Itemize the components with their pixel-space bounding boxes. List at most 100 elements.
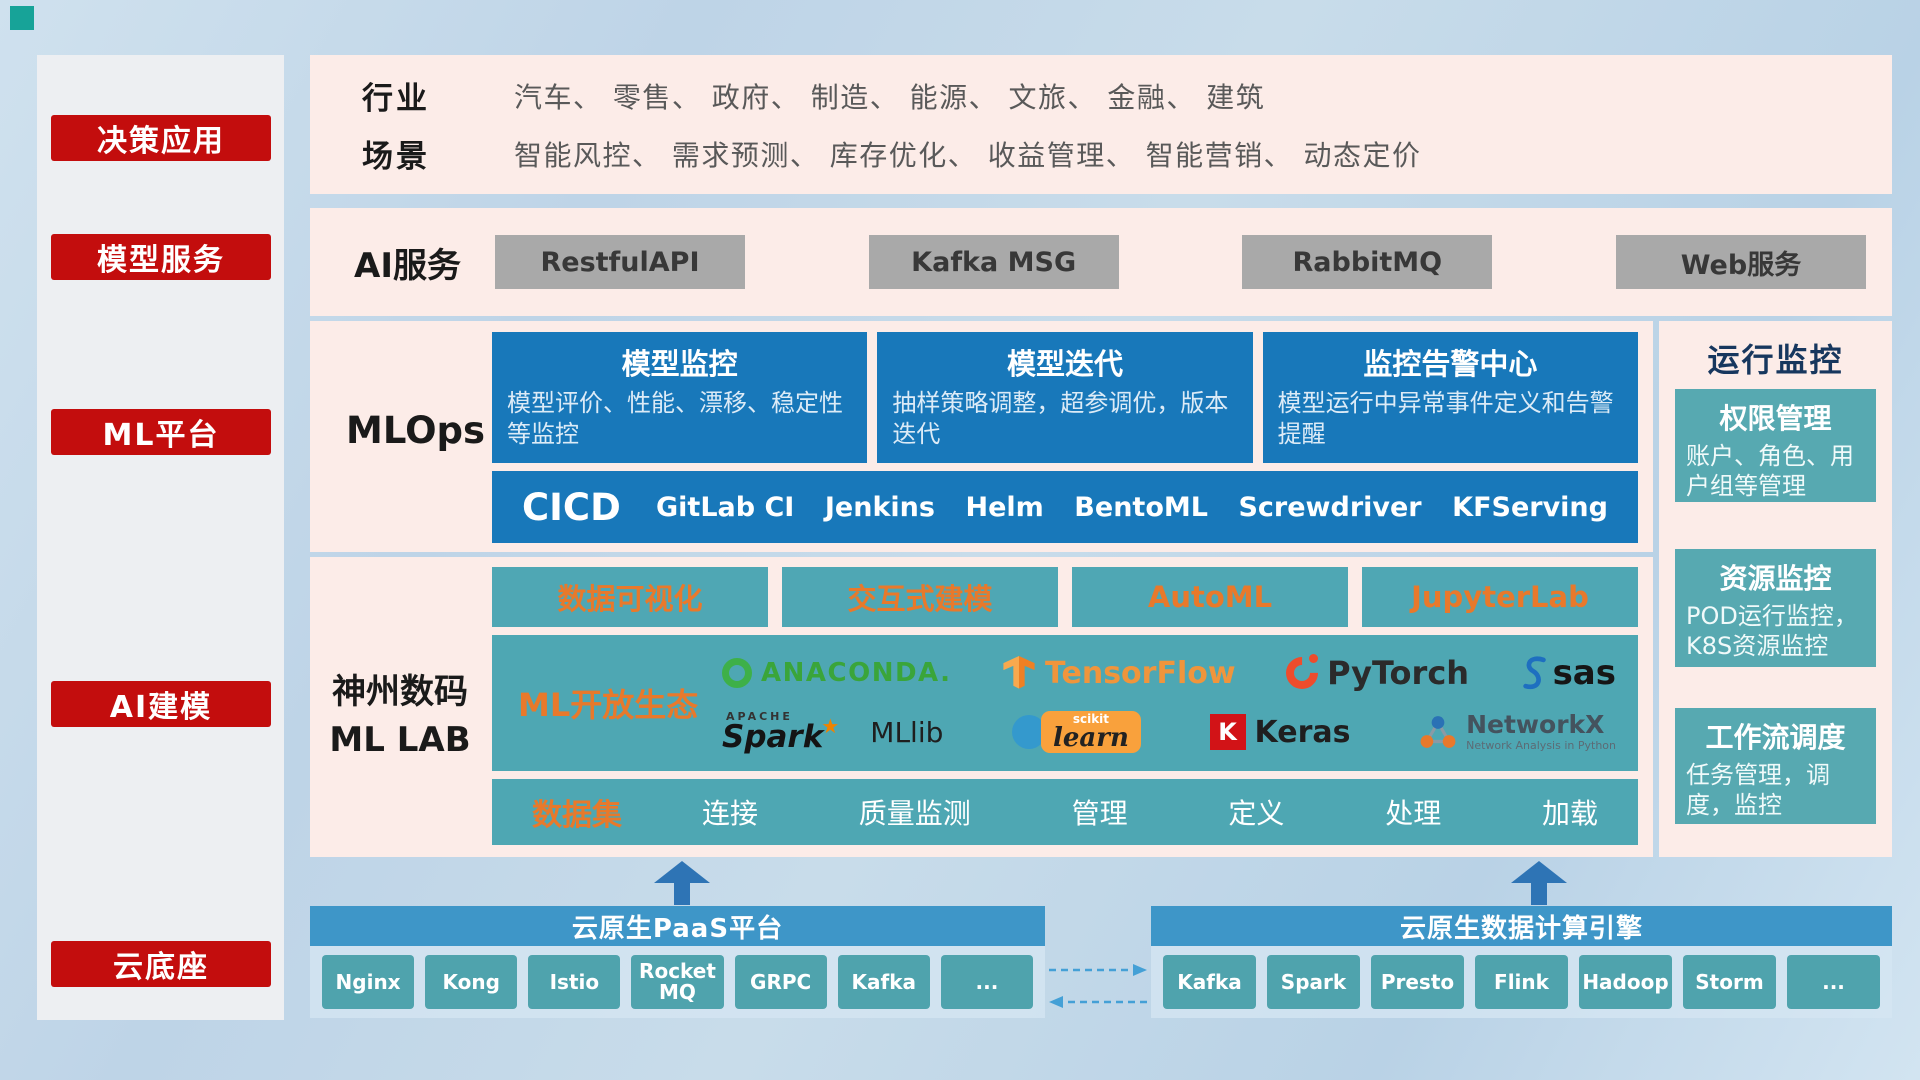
card-title: 监控告警中心 bbox=[1363, 347, 1538, 381]
mllab-panel: 神州数码 ML LAB 数据可视化 交互式建模 AutoML JupyterLa… bbox=[310, 557, 1653, 857]
card-desc: POD运行监控，K8S资源监控 bbox=[1686, 602, 1858, 661]
dataset-item-connect: 连接 bbox=[702, 797, 759, 830]
mllab-tools: 数据可视化 交互式建模 AutoML JupyterLab bbox=[492, 567, 1638, 627]
arrow-head bbox=[1511, 861, 1567, 883]
tool-interactive-modeling: 交互式建模 bbox=[782, 567, 1058, 627]
industry-line: 行业 汽车、 零售、 政府、 制造、 能源、 文旅、 金融、 建筑 bbox=[362, 73, 1866, 118]
ai-service-rabbitmq: RabbitMQ bbox=[1242, 235, 1493, 289]
ai-service-restfulapi: RestfulAPI bbox=[495, 235, 745, 289]
card-resource-monitoring: 资源监控 POD运行监控，K8S资源监控 bbox=[1675, 549, 1876, 667]
ai-service-panel: AI服务 RestfulAPI Kafka MSG RabbitMQ Web服务 bbox=[310, 208, 1892, 316]
dataset-item-quality: 质量监测 bbox=[858, 797, 971, 830]
pytorch-text: PyTorch bbox=[1327, 654, 1470, 692]
learn-text: learn bbox=[1053, 723, 1129, 753]
chip-grpc: GRPC bbox=[734, 955, 827, 1009]
dataset-items: 连接 质量监测 管理 定义 处理 加载 bbox=[702, 792, 1598, 832]
networkx-icon bbox=[1420, 716, 1456, 748]
dataset-label: 数据集 bbox=[532, 798, 622, 833]
sas-icon bbox=[1522, 656, 1546, 690]
card-title: 工作流调度 bbox=[1705, 721, 1846, 754]
corner-accent bbox=[10, 6, 34, 30]
arrow-head bbox=[654, 861, 710, 883]
tensorflow-text: TensorFlow bbox=[1045, 655, 1236, 691]
anaconda-logo: ANACONDA. bbox=[722, 658, 952, 688]
mllab-label-line2: ML LAB bbox=[329, 719, 471, 760]
card-workflow-scheduling: 工作流调度 任务管理，调度，监控 bbox=[1675, 708, 1876, 824]
networkx-text: NetworkX bbox=[1466, 710, 1605, 740]
chip-kafka: Kafka bbox=[837, 955, 930, 1009]
tool-data-visualization: 数据可视化 bbox=[492, 567, 768, 627]
card-desc: 账户、角色、用户组等管理 bbox=[1686, 442, 1854, 501]
engine-chips: Kafka Spark Presto Flink Hadoop Storm ..… bbox=[1151, 946, 1892, 1018]
card-permission-management: 权限管理 账户、角色、用户组等管理 bbox=[1675, 389, 1876, 502]
industry-scenario-panel: 行业 汽车、 零售、 政府、 制造、 能源、 文旅、 金融、 建筑 场景 智能风… bbox=[310, 55, 1892, 194]
cicd-item-screwdriver: Screwdriver bbox=[1238, 491, 1422, 523]
chip-kafka: Kafka bbox=[1163, 955, 1256, 1009]
chip-more: ... bbox=[940, 955, 1033, 1009]
spark-text: Spark ★ bbox=[722, 716, 839, 755]
pytorch-icon bbox=[1286, 654, 1319, 689]
card-model-iteration: 模型迭代 抽样策略调整，超参调优，版本迭代 bbox=[877, 332, 1253, 463]
spark-wordmark: Spark bbox=[722, 719, 824, 755]
anaconda-text: ANACONDA. bbox=[761, 658, 952, 688]
spark-mllib-logo: APACHE Spark ★ MLlib bbox=[722, 711, 943, 753]
cicd-item-kfserving: KFServing bbox=[1452, 491, 1608, 523]
spark-stack: APACHE Spark ★ bbox=[722, 711, 839, 753]
scikit-learn-icon bbox=[1012, 715, 1046, 749]
cicd-item-helm: Helm bbox=[965, 491, 1044, 523]
networkx-logo: NetworkX Network Analysis in Python bbox=[1419, 711, 1616, 752]
cicd-item-gitlab: GitLab CI bbox=[656, 491, 795, 523]
dataset-item-process: 处理 bbox=[1385, 797, 1442, 830]
card-desc: 模型评价、性能、漂移、稳定性等监控 bbox=[507, 389, 843, 448]
dataset-item-define: 定义 bbox=[1228, 797, 1285, 830]
sidebar-item-ml-platform: ML平台 bbox=[51, 409, 271, 455]
anaconda-icon bbox=[722, 658, 752, 688]
industry-label: 行业 bbox=[362, 81, 430, 117]
sidebar-item-decision-apps: 决策应用 bbox=[51, 115, 271, 161]
keras-logo: K Keras bbox=[1209, 714, 1351, 750]
eco-row-2: APACHE Spark ★ MLlib scikit learn bbox=[708, 711, 1630, 753]
mllib-text: MLlib bbox=[870, 715, 944, 749]
cicd-label: CICD bbox=[522, 485, 621, 529]
cicd-bar: CICD GitLab CI Jenkins Helm BentoML Scre… bbox=[492, 471, 1638, 543]
sas-text: sas bbox=[1552, 653, 1616, 693]
chip-rocketmq: RocketMQ bbox=[631, 955, 724, 1009]
arrow-stem bbox=[1531, 883, 1547, 905]
tool-automl: AutoML bbox=[1072, 567, 1348, 627]
networkx-subtitle: Network Analysis in Python bbox=[1466, 739, 1616, 753]
industry-list: 汽车、 零售、 政府、 制造、 能源、 文旅、 金融、 建筑 bbox=[514, 80, 1266, 114]
card-alert-center: 监控告警中心 模型运行中异常事件定义和告警提醒 bbox=[1262, 332, 1638, 463]
dataset-item-manage: 管理 bbox=[1071, 797, 1128, 830]
card-title: 模型监控 bbox=[621, 347, 738, 381]
card-model-monitoring: 模型监控 模型评价、性能、漂移、稳定性等监控 bbox=[492, 332, 868, 463]
scenario-label: 场景 bbox=[362, 139, 430, 175]
keras-icon: K bbox=[1209, 714, 1246, 750]
chip-more: ... bbox=[1787, 955, 1880, 1009]
card-title: 模型迭代 bbox=[1006, 347, 1123, 381]
scikit-learn-logo: scikit learn bbox=[1012, 711, 1141, 753]
dataset-item-load: 加载 bbox=[1541, 797, 1598, 830]
eco-row-1: ANACONDA. TensorFlow PyTorch bbox=[708, 653, 1630, 693]
card-desc: 模型运行中异常事件定义和告警提醒 bbox=[1277, 389, 1614, 448]
sidebar-item-model-service: 模型服务 bbox=[51, 234, 271, 280]
chip-hadoop: Hadoop bbox=[1579, 955, 1672, 1009]
cicd-item-bentoml: BentoML bbox=[1074, 491, 1208, 523]
mllab-label: 神州数码 ML LAB bbox=[320, 669, 480, 764]
scikit-text: scikit bbox=[1072, 712, 1110, 726]
up-arrow-icon bbox=[654, 861, 710, 905]
pytorch-logo: PyTorch bbox=[1286, 654, 1469, 692]
mlops-cards: 模型监控 模型评价、性能、漂移、稳定性等监控 模型迭代 抽样策略调整，超参调优，… bbox=[492, 332, 1638, 463]
spark-star-icon: ★ bbox=[821, 714, 840, 738]
chip-storm: Storm bbox=[1683, 955, 1776, 1009]
ml-ecosystem-box: ML开放生态 ANACONDA. TensorFlow bbox=[492, 635, 1638, 771]
engine-header: 云原生数据计算引擎 bbox=[1151, 906, 1892, 946]
runtime-monitor-title: 运行监控 bbox=[1707, 341, 1844, 379]
paas-chips: Nginx Kong Istio RocketMQ GRPC Kafka ... bbox=[310, 946, 1045, 1018]
keras-text: Keras bbox=[1254, 714, 1351, 750]
chip-nginx: Nginx bbox=[322, 955, 415, 1009]
chip-istio: Istio bbox=[528, 955, 621, 1009]
ai-service-label: AI服务 bbox=[354, 245, 461, 286]
arrow-stem bbox=[674, 883, 690, 905]
sas-logo: sas bbox=[1520, 653, 1616, 693]
